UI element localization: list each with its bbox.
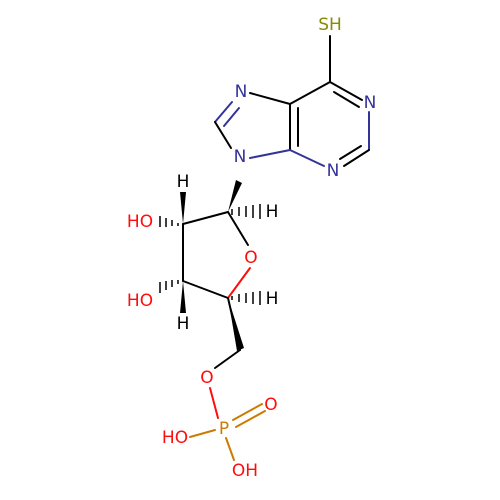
bond-o4-c4 [227, 267, 251, 299]
atom-label-n1: N [364, 93, 377, 113]
atom-labels: SH N N N N H HO H O HO H H O O HO P OH [127, 15, 376, 481]
atom-label-oh-p: OH [232, 461, 258, 481]
bond-c3-c4 [182, 280, 229, 299]
atom-label-o5prime: O [200, 368, 213, 388]
wedge-c3-h [180, 281, 186, 313]
atom-label-oh-c3: HO [127, 291, 153, 311]
atom-label-h-c1: H [266, 202, 279, 222]
bond-c5-n7 [249, 92, 291, 105]
wedge-c1-n9 [228, 180, 242, 212]
bond-n7-c8-second [223, 107, 240, 127]
atom-label-p: P [219, 419, 229, 439]
hash-c4-h [231, 291, 261, 305]
bond-c5prime-o5prime [214, 349, 241, 369]
hash-c2-oh [159, 216, 179, 227]
bond-p-o-double [232, 403, 263, 421]
atom-label-n9: N [234, 147, 247, 167]
bond-c6-n1 [329, 81, 363, 101]
atom-label-h-c3: H [177, 314, 190, 334]
atom-label-oh-c2: HO [127, 212, 153, 232]
bond-n9-c4 [249, 149, 291, 159]
atom-label-n3: N [327, 161, 340, 181]
bond-c8-n9 [214, 121, 232, 149]
bond-c1-o4 [227, 211, 249, 246]
atom-label-n7: N [235, 82, 248, 102]
bond-p-oh-left [189, 429, 216, 438]
atom-label-h-c4: H [266, 289, 279, 309]
stereo-bonds [159, 180, 261, 351]
atom-label-ho-p: HO [162, 428, 188, 448]
bonds [182, 35, 370, 461]
bond-n7-c8 [214, 101, 233, 123]
bond-c6-n1-second [333, 91, 360, 108]
bond-c1-c2 [182, 211, 229, 225]
bond-c2-n3 [343, 149, 370, 167]
bond-c2-n3-second [339, 145, 362, 160]
bond-n3-c4 [289, 149, 325, 167]
atom-label-o-double: O [264, 395, 277, 415]
wedge-c2-h [180, 192, 186, 224]
bond-o5prime-p [209, 387, 219, 419]
atom-label-s: SH [318, 15, 342, 35]
wedge-c4-c5prime [228, 298, 244, 351]
bond-c5-c6 [289, 81, 331, 105]
hash-c3-oh [159, 280, 179, 293]
bond-p-o-double-second [235, 410, 266, 428]
atom-label-o4: O [244, 248, 257, 268]
bond-p-oh-bottom [225, 437, 235, 461]
atom-label-h-c2: H [177, 172, 190, 192]
hash-c1-h [231, 204, 261, 219]
